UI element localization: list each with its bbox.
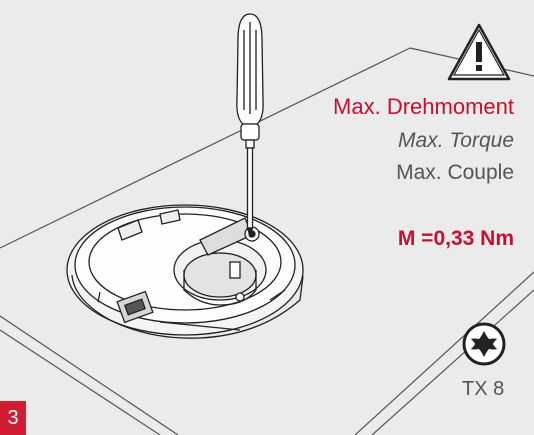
torx-bit-icon xyxy=(462,322,506,366)
step-number-badge: 3 xyxy=(0,401,26,435)
mounting-base-plate xyxy=(66,204,304,339)
torque-title-fr: Max. Couple xyxy=(396,161,514,184)
torque-title-en: Max. Torque xyxy=(398,129,514,152)
tool-size-label: TX 8 xyxy=(462,378,505,400)
warning-triangle-icon xyxy=(447,23,511,81)
mounting-surface xyxy=(0,47,534,435)
torque-title-de: Max. Drehmoment xyxy=(333,94,514,119)
screwdriver-icon xyxy=(236,13,264,239)
torque-value: M =0,33 Nm xyxy=(397,227,514,250)
